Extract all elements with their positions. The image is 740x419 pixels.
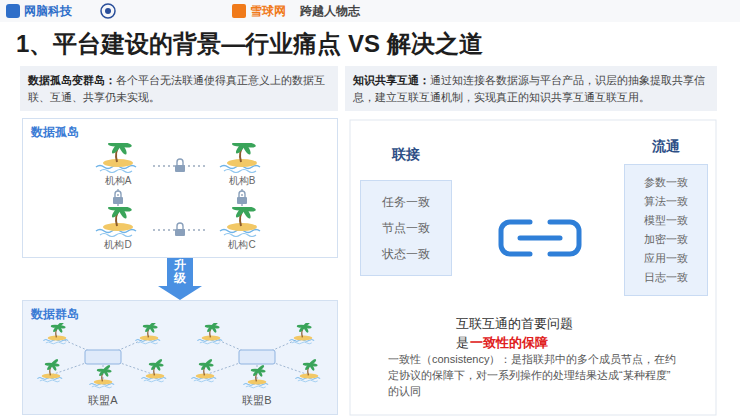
list-node: 流通参数一致算法一致模型一致加密一致应用一致日志一致 (624, 138, 708, 296)
region-heading: 数据群岛 (31, 306, 79, 323)
text-label: 互联互通的首要问题 (456, 316, 573, 333)
list-item: 日志一致 (629, 268, 703, 287)
island-cluster (33, 323, 173, 391)
list-box: 参数一致算法一致模型一致加密一致应用一致日志一致 (624, 164, 708, 296)
institution-label: 机构B (207, 174, 277, 188)
island-picture (191, 358, 216, 382)
text-label: 雪球网 (250, 4, 286, 20)
list-item: 加密一致 (629, 230, 703, 249)
band-node: 数据孤岛变群岛：各个平台无法联通使得真正意义上的数据互联、互通、共享仍未实现。 (20, 66, 338, 111)
island-picture (96, 207, 136, 237)
island-icon (207, 143, 277, 175)
island-picture (141, 358, 166, 382)
island-node: 机构B (207, 143, 277, 189)
list-item: 应用一致 (629, 249, 703, 268)
text-label: 一致性（consistency）：是指联邦中的多个成员节点，在约定协议的保障下，… (388, 352, 678, 400)
island-node: 机构A (83, 143, 153, 189)
island-node: 机构C (207, 207, 277, 253)
island-picture (295, 358, 320, 382)
institution-label: 机构D (83, 238, 153, 252)
upgrade-arrow (158, 258, 202, 300)
lock-icon (237, 191, 247, 204)
island-node: 机构D (83, 207, 153, 253)
island-picture (43, 323, 68, 344)
text-label: 跨越人物志 (300, 4, 360, 20)
list-heading: 联接 (360, 146, 452, 164)
island-picture (96, 143, 136, 173)
institution-label: 机构A (83, 174, 153, 188)
logo-icon (6, 4, 20, 18)
diagram-title: 1、平台建设的背景—行业痛点 VS 解决之道 (16, 28, 483, 60)
list-item: 参数一致 (629, 173, 703, 192)
band-heading: 数据孤岛变群岛： (28, 74, 116, 86)
cluster-node: 联盟B (187, 323, 327, 411)
island-icon (83, 207, 153, 239)
text-label: 一致性的保障 (470, 335, 548, 352)
dotted-link (237, 189, 247, 207)
list-item: 算法一致 (629, 192, 703, 211)
island-picture (197, 323, 222, 344)
list-heading: 流通 (624, 138, 708, 156)
text-label: 网脑科技 (24, 4, 72, 20)
logo-emblem (101, 4, 115, 18)
island-cluster (187, 323, 327, 391)
list-item: 任务一致 (365, 189, 447, 215)
logo-icon (232, 4, 246, 18)
island-picture (37, 358, 62, 382)
island-icon (207, 207, 277, 239)
island-picture (89, 364, 114, 388)
island-picture (135, 323, 160, 344)
list-item: 模型一致 (629, 211, 703, 230)
lock-icon (113, 191, 123, 204)
island-picture (220, 207, 260, 237)
dotted-link (113, 189, 123, 207)
island-picture (243, 364, 268, 388)
text-label: 是 (456, 335, 469, 352)
logo-emblem (105, 8, 111, 14)
lock-icon (175, 159, 185, 172)
logo-bar (0, 0, 740, 22)
region-node: 数据孤岛机构A 机构B 机构D 机构C (22, 118, 338, 258)
band-heading: 知识共享互通： (353, 74, 430, 86)
chain-link-icon (501, 222, 579, 254)
list-item: 状态一致 (365, 241, 447, 267)
dotted-link (153, 223, 207, 236)
list-box: 任务一致节点一致状态一致 (360, 180, 452, 276)
band-node: 知识共享互通：通过知连接各数据源与平台产品，识层的抽象提取共享信息，建立互联互通… (345, 66, 717, 111)
region-heading: 数据孤岛 (31, 124, 79, 141)
dotted-link (153, 159, 207, 172)
island-picture (220, 143, 260, 173)
alliance-label: 联盟A (33, 393, 173, 408)
panel-outline (350, 120, 716, 415)
list-node: 联接任务一致节点一致状态一致 (360, 146, 452, 276)
island-picture (289, 323, 314, 344)
alliance-label: 联盟B (187, 393, 327, 408)
island-icon (83, 143, 153, 175)
cluster-node: 联盟A (33, 323, 173, 411)
list-item: 节点一致 (365, 215, 447, 241)
lock-icon (175, 223, 185, 236)
arrow-label: 升级 (174, 259, 186, 285)
region-node: 数据群岛联盟A 联盟B (22, 300, 338, 415)
institution-label: 机构C (207, 238, 277, 252)
